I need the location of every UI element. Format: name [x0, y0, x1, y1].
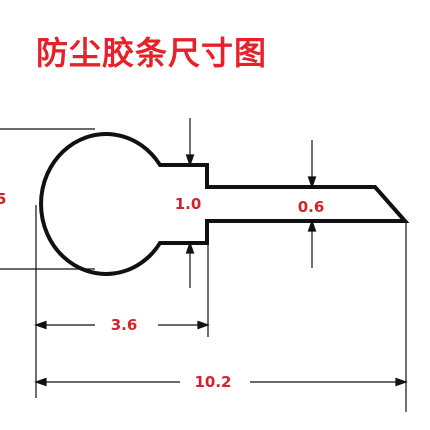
seal-profile-outline: [39, 132, 410, 276]
tail-thickness-dimension: [307, 140, 317, 268]
left-height-label: 5: [0, 190, 6, 208]
neck-height-dimension: [185, 118, 195, 288]
total-length-label: 10.2: [194, 373, 231, 391]
total-length-dimension: [34, 377, 408, 387]
diagram-title: 防尘胶条尺寸图: [36, 34, 268, 72]
head-width-dimension: [34, 320, 210, 330]
head-width-label: 3.6: [111, 316, 138, 334]
neck-height-label: 1.0: [175, 195, 202, 213]
tail-thickness-label: 0.6: [298, 198, 325, 216]
